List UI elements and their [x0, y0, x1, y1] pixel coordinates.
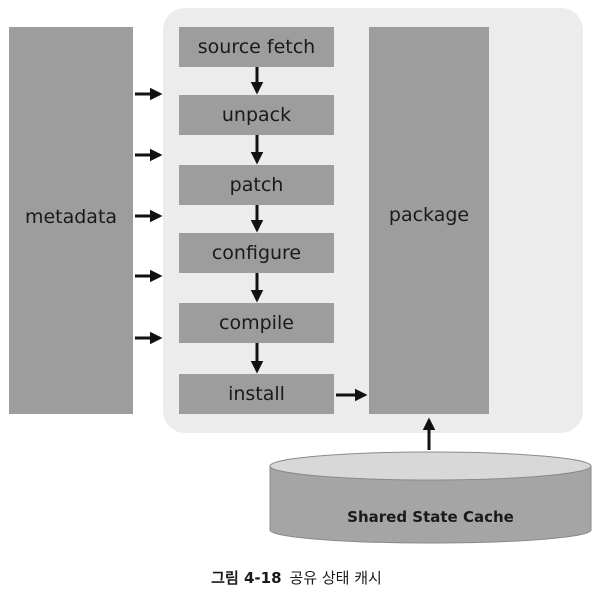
cache-label: Shared State Cache [270, 502, 591, 532]
step-label: configure [211, 242, 302, 264]
step-patch: patch [179, 165, 334, 205]
step-label: compile [219, 312, 294, 334]
step-unpack: unpack [179, 95, 334, 135]
step-label: install [228, 383, 285, 405]
figure-caption: 그림 4-18 공유 상태 캐시 [0, 564, 593, 590]
metadata-label: metadata [24, 205, 118, 228]
cache-label-text: Shared State Cache [347, 508, 514, 526]
figure-title: 공유 상태 캐시 [289, 568, 382, 587]
step-label: patch [229, 174, 284, 196]
figure-number: 그림 4-18 [211, 568, 282, 587]
step-install: install [179, 374, 334, 414]
package-box: package [369, 27, 489, 414]
package-label: package [388, 203, 470, 226]
step-label: source fetch [197, 36, 316, 58]
step-label: unpack [221, 104, 292, 126]
step-compile: compile [179, 303, 334, 343]
step-source-fetch: source fetch [179, 27, 334, 67]
step-configure: configure [179, 233, 334, 273]
metadata-box: metadata [9, 27, 133, 414]
shared-state-cache-cylinder [269, 451, 592, 544]
